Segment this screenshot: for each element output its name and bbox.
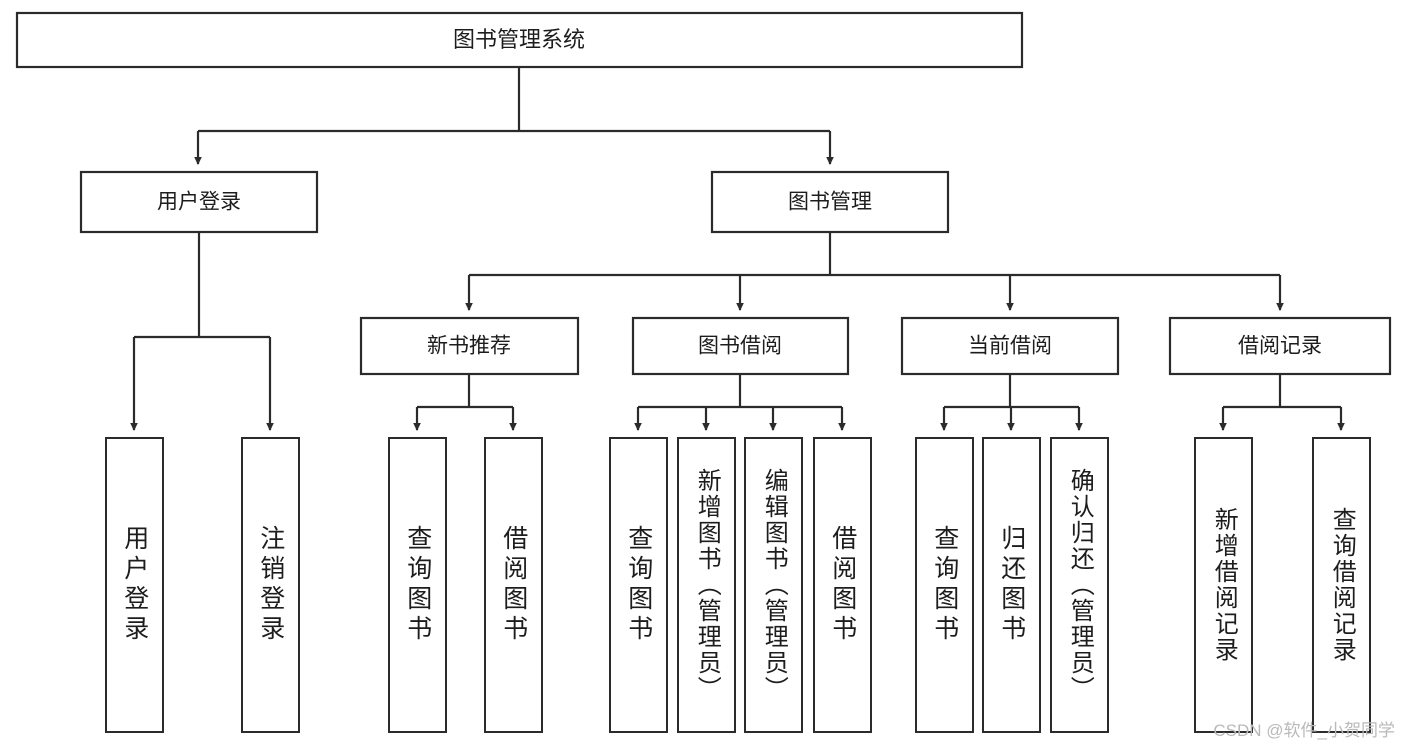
leaf-borrow-record-1[interactable]: 新增借阅记录 (1194, 437, 1253, 733)
leaf-user-login-1[interactable]: 用户登录 (105, 437, 164, 733)
node-borrow-record-label: 借阅记录 (1238, 335, 1322, 358)
leaf-label: 借阅图书 (499, 525, 528, 645)
leaf-label: 查询图书 (624, 525, 653, 645)
leaf-label: 查询图书 (930, 525, 959, 645)
node-new-book-recommend-label: 新书推荐 (427, 335, 511, 358)
node-root-box[interactable] (15, 11, 1024, 69)
leaf-book-borrow-3[interactable]: 编辑图书（管理员） (744, 437, 803, 733)
leaf-user-login-2[interactable]: 注销登录 (241, 437, 300, 733)
leaf-label: 查询图书 (403, 525, 432, 645)
leaf-label: 确认归还（管理员） (1066, 468, 1094, 702)
leaf-book-borrow-1[interactable]: 查询图书 (609, 437, 668, 733)
node-user-login-label: 用户登录 (157, 191, 241, 214)
node-new-book-recommend-box[interactable] (359, 316, 580, 376)
leaf-label: 归还图书 (997, 525, 1026, 645)
leaf-label: 用户登录 (120, 525, 149, 645)
leaf-borrow-record-2[interactable]: 查询借阅记录 (1312, 437, 1371, 733)
node-user-login-box[interactable] (79, 170, 319, 234)
leaf-book-borrow-2[interactable]: 新增图书（管理员） (677, 437, 736, 733)
leaf-label: 新增借阅记录 (1210, 507, 1238, 663)
leaf-label: 注销登录 (256, 525, 285, 645)
leaf-current-borrow-3[interactable]: 确认归还（管理员） (1050, 437, 1109, 733)
leaf-label: 新增图书（管理员） (693, 468, 721, 702)
node-current-borrow-box[interactable] (900, 316, 1120, 376)
leaf-label: 编辑图书（管理员） (760, 468, 788, 702)
leaf-label: 查询借阅记录 (1328, 507, 1356, 663)
node-book-borrow-label: 图书借阅 (698, 335, 782, 358)
leaf-current-borrow-2[interactable]: 归还图书 (982, 437, 1041, 733)
node-current-borrow-label: 当前借阅 (968, 335, 1052, 358)
watermark-text: CSDN @软件_小贺同学 (1213, 721, 1395, 740)
node-book-borrow-box[interactable] (631, 316, 850, 376)
leaf-book-borrow-4[interactable]: 借阅图书 (813, 437, 872, 733)
leaf-current-borrow-1[interactable]: 查询图书 (915, 437, 974, 733)
leaf-new-book-recommend-1[interactable]: 查询图书 (388, 437, 447, 733)
leaf-label: 借阅图书 (828, 525, 857, 645)
leaf-new-book-recommend-2[interactable]: 借阅图书 (484, 437, 543, 733)
node-book-manage-label: 图书管理 (788, 191, 872, 214)
node-root-label: 图书管理系统 (453, 27, 585, 52)
node-borrow-record-box[interactable] (1168, 316, 1392, 376)
